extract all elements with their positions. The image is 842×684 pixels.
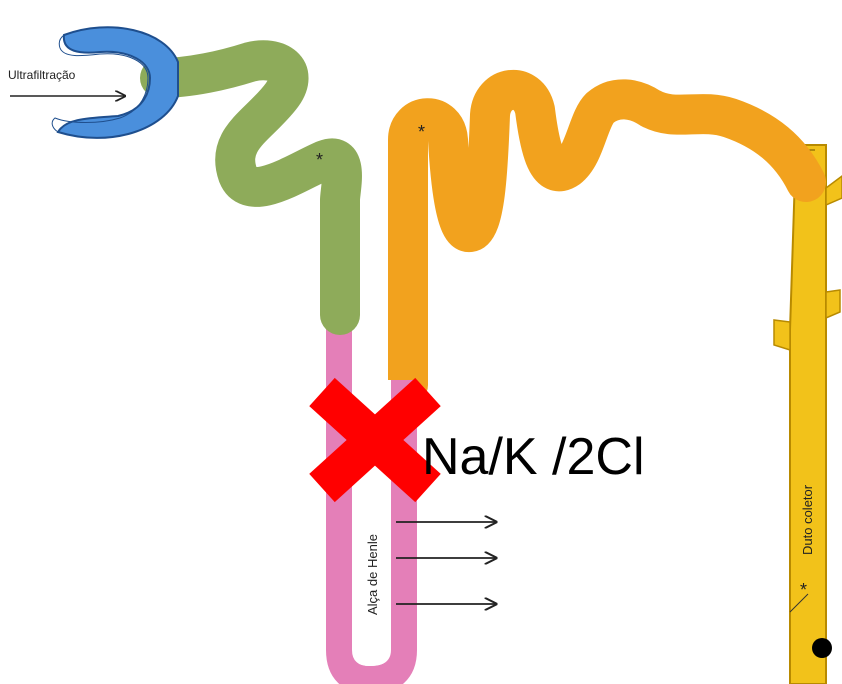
label-collecting-duct: Duto coletor bbox=[800, 484, 815, 555]
asterisk-icon: * bbox=[800, 580, 807, 600]
asterisk-icon: * bbox=[418, 122, 425, 142]
label-ultrafiltration: Ultrafiltração bbox=[8, 68, 76, 82]
label-transporter: Na/K /2Cl bbox=[422, 428, 645, 486]
proximal-convoluted-tubule bbox=[140, 40, 362, 335]
bowman-capsule bbox=[56, 26, 179, 139]
black-dot-icon bbox=[812, 638, 832, 658]
collecting-duct bbox=[773, 144, 842, 684]
asterisk-icon: * bbox=[316, 150, 323, 170]
loop-of-henle bbox=[326, 300, 417, 684]
red-x-icon bbox=[309, 377, 441, 503]
distal-convoluted-tubule bbox=[388, 70, 826, 405]
label-loop-of-henle: Alça de Henle bbox=[365, 534, 380, 615]
